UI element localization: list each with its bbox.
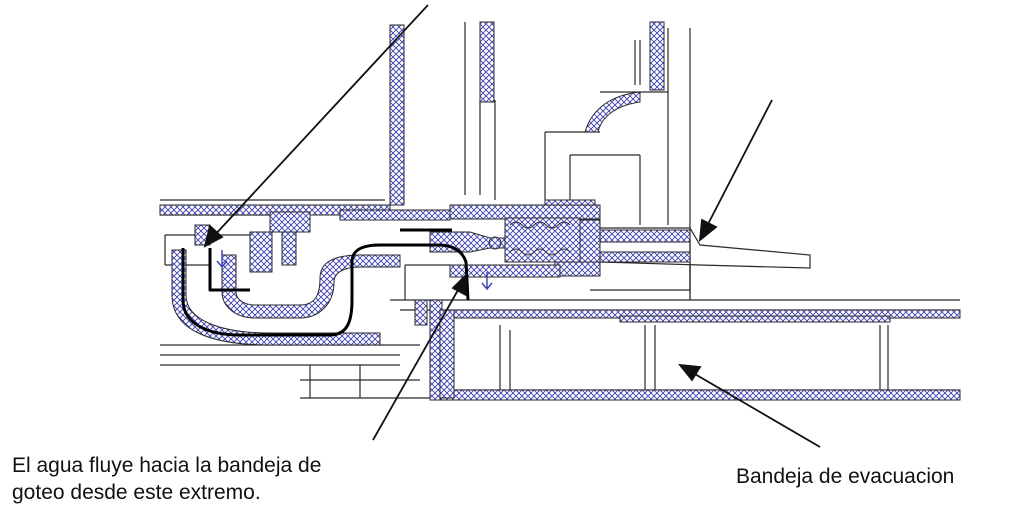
drip-outlet-label-line2: goteo desde este extremo. [12,481,261,504]
water-flow-path [181,228,470,337]
drip-outlet-label-line1: El agua fluye hacia la bandeja de [12,454,322,477]
drain-tray-label: Bandeja de evacuacion [736,465,955,488]
flow-direction-arrows [216,250,493,291]
callout-arrows [203,4,821,448]
hatched-walls [159,21,961,401]
valve-spring [429,217,581,263]
drip-outlet-label: El agua fluye hacia la bandeja de goteo … [12,452,321,506]
